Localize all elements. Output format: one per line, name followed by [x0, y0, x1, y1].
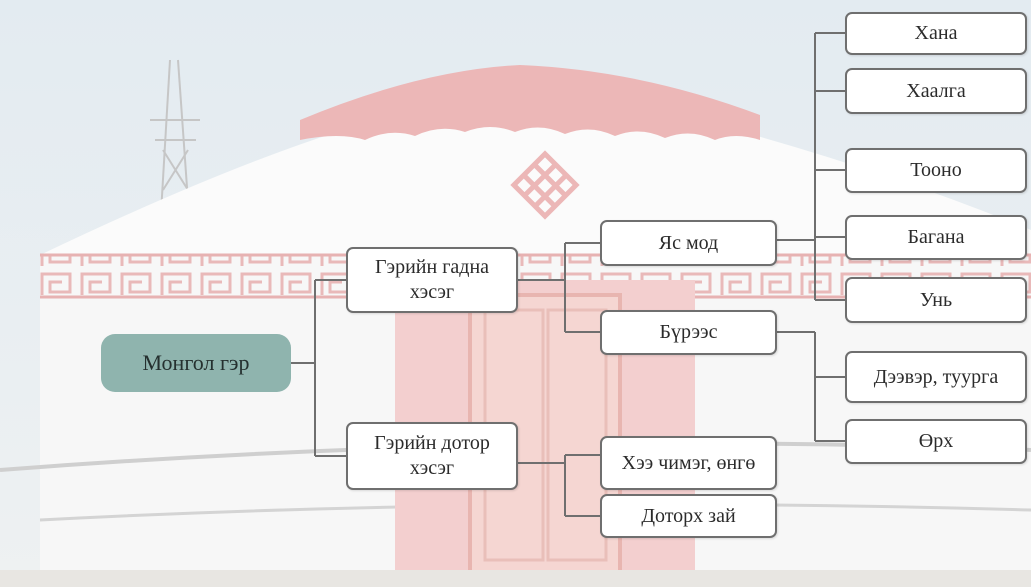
node-decoration-color: Хээ чимэг, өнгө — [600, 436, 777, 490]
node-label: Бүрээс — [659, 321, 718, 343]
node-label: Тооно — [910, 159, 962, 181]
node-pillar: Багана — [845, 215, 1027, 260]
node-orkh: Өрх — [845, 419, 1027, 464]
node-frame: Яс мод — [600, 220, 777, 266]
node-khana: Хана — [845, 12, 1027, 55]
node-label: Унь — [919, 288, 953, 311]
node-label: Багана — [907, 226, 965, 248]
node-label: Хана — [914, 22, 958, 44]
node-interior-space: Доторх зай — [600, 494, 777, 538]
node-rafter: Унь — [845, 277, 1027, 323]
node-toono: Тооно — [845, 148, 1027, 193]
node-label: Дээвэр, туурга — [873, 365, 999, 388]
node-label: Хээ чимэг, өнгө — [621, 451, 756, 474]
node-door: Хаалга — [845, 68, 1027, 114]
node-label: Монгол гэр — [142, 350, 250, 376]
node-roof-cover: Дээвэр, туурга — [845, 351, 1027, 403]
node-label: Доторх зай — [641, 504, 736, 527]
node-label: Өрх — [918, 430, 954, 452]
node-root-mongol-ger: Монгол гэр — [101, 334, 291, 392]
node-outer-part: Гэрийн гадна хэсэг — [346, 247, 518, 313]
node-cover: Бүрээс — [600, 310, 777, 355]
node-inner-part: Гэрийн дотор хэсэг — [346, 422, 518, 490]
node-label: Гэрийн дотор хэсэг — [374, 432, 490, 479]
node-label: Гэрийн гадна хэсэг — [374, 256, 490, 303]
node-label: Хаалга — [906, 79, 966, 102]
node-label: Яс мод — [658, 231, 719, 254]
